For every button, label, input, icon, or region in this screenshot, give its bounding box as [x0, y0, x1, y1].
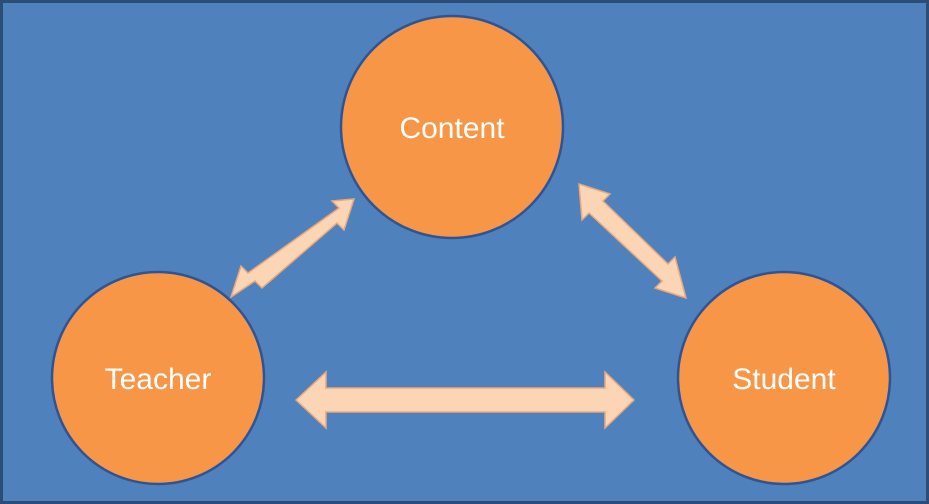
node-student-circle	[676, 270, 892, 486]
arrow-content-student	[578, 182, 688, 300]
node-content-circle	[339, 14, 565, 240]
node-student: Student	[676, 270, 892, 486]
node-content: Content	[339, 14, 565, 240]
node-teacher-label: Teacher	[105, 363, 212, 396]
arrow-teacher-content	[229, 198, 356, 299]
node-teacher: Teacher	[50, 270, 266, 486]
node-content-label: Content	[399, 112, 505, 145]
arrow-teacher-student	[294, 370, 636, 430]
node-teacher-circle	[50, 270, 266, 486]
node-student-label: Student	[732, 363, 836, 396]
